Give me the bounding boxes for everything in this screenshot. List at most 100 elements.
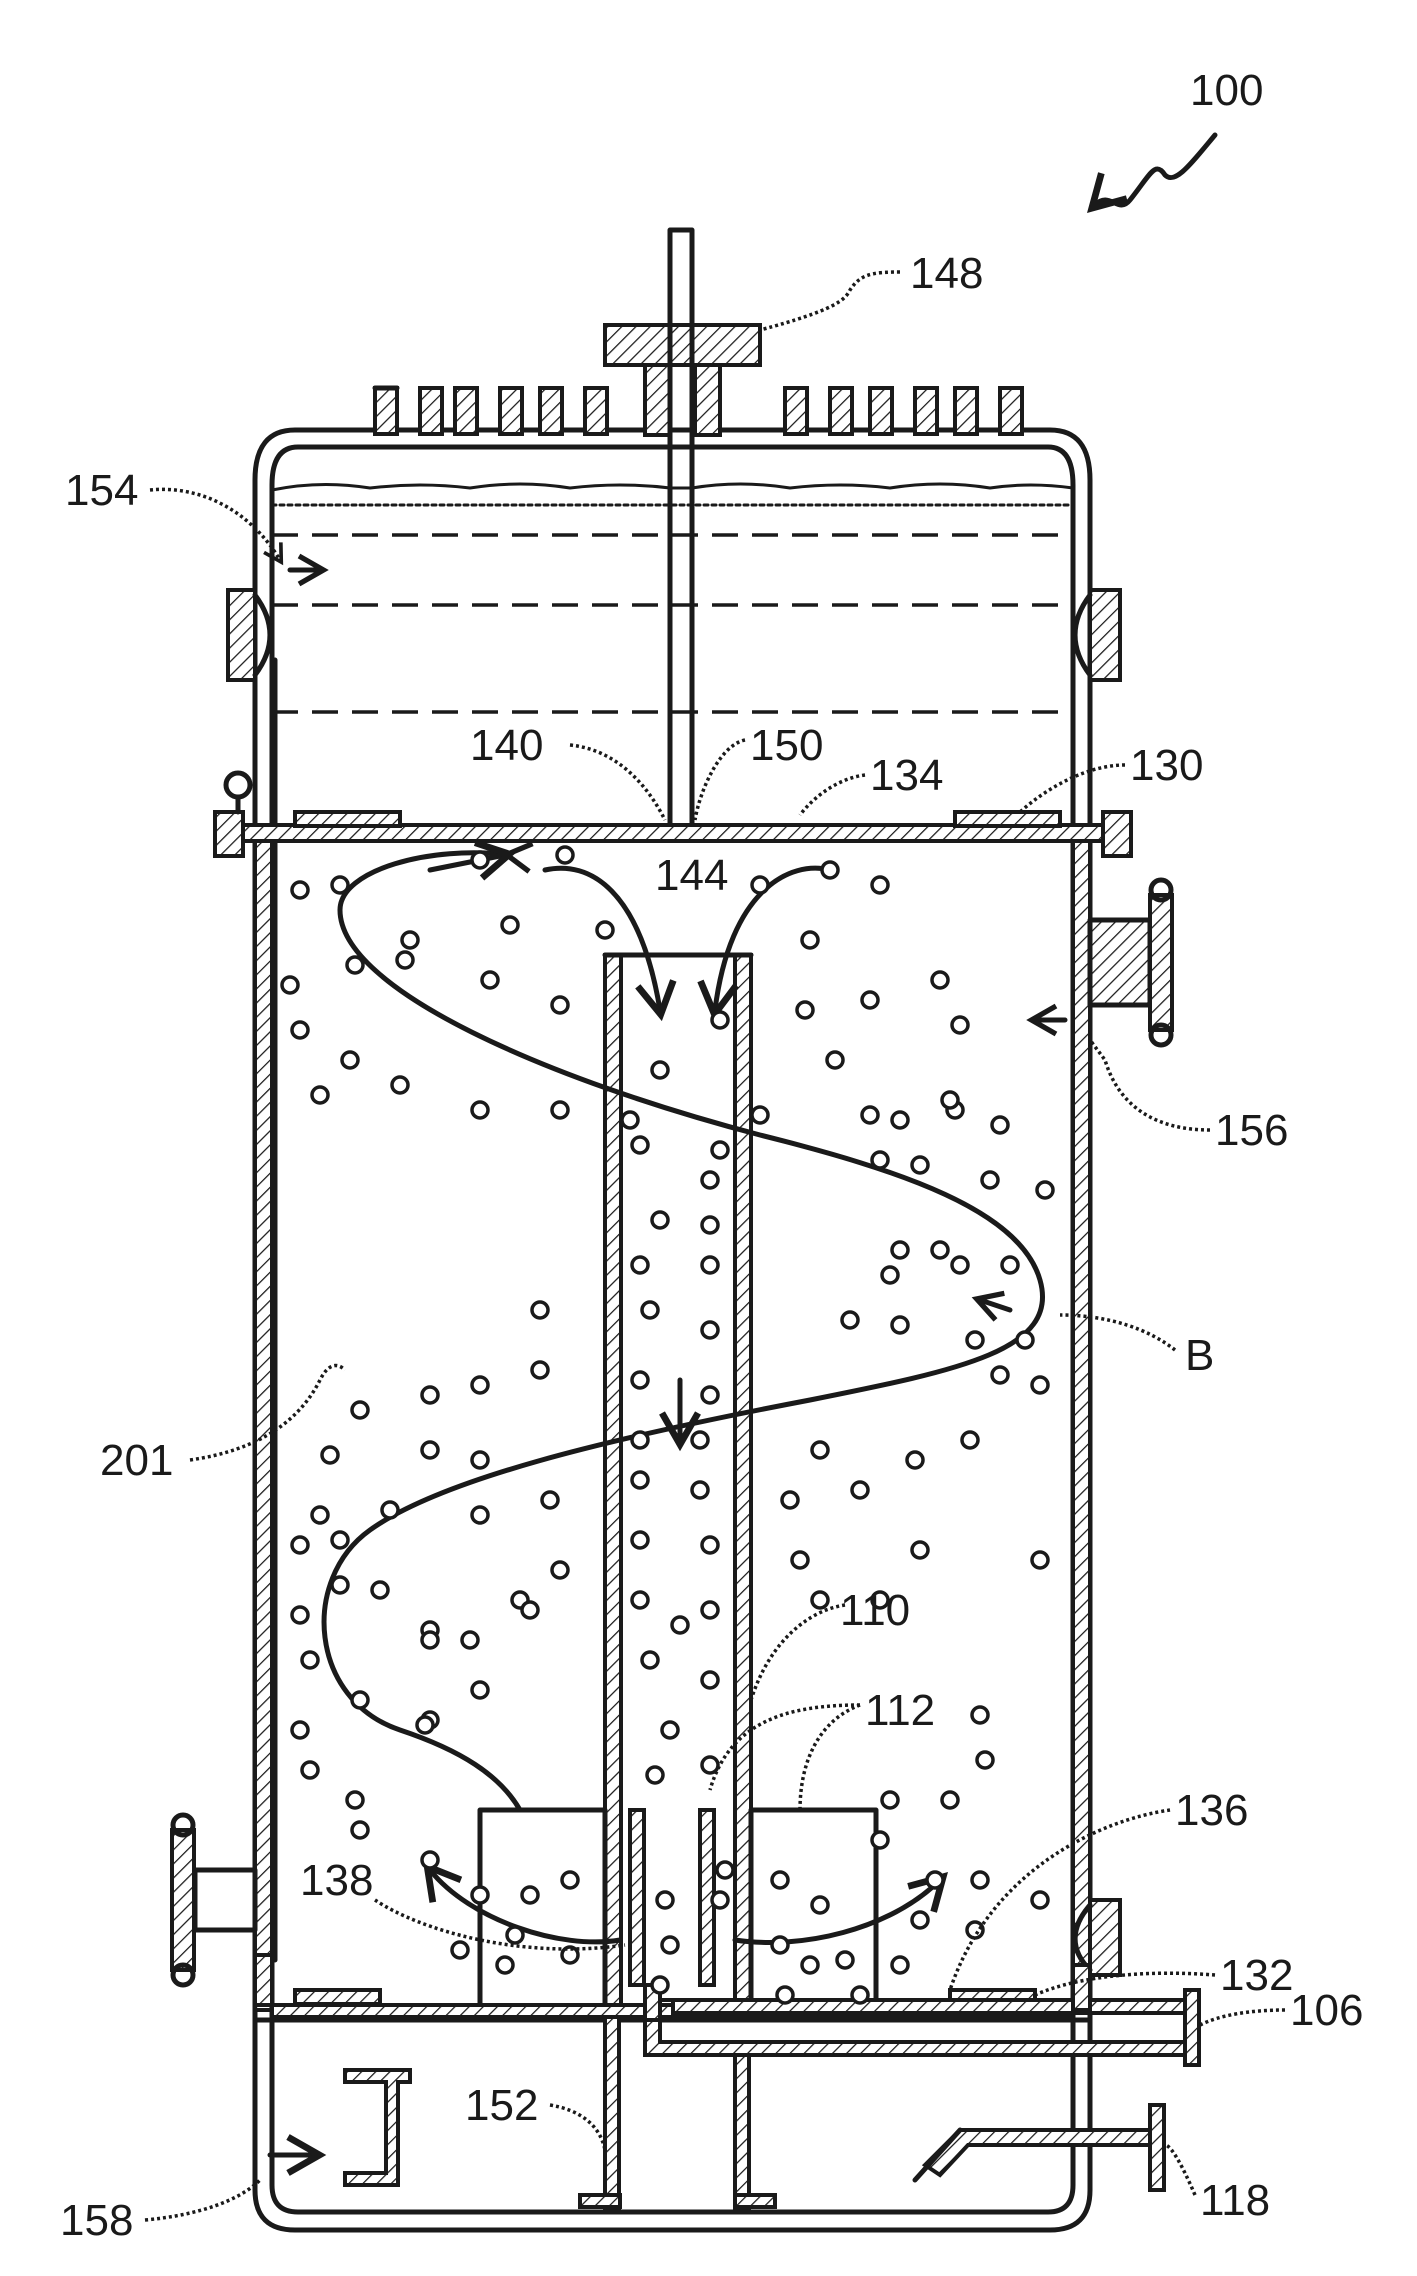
bubble <box>892 1957 908 1973</box>
bubble <box>942 1092 958 1108</box>
top-nozzles <box>375 325 1022 435</box>
bubble <box>802 1957 818 1973</box>
svg-text:136: 136 <box>1175 1786 1248 1835</box>
bubble <box>942 1792 958 1808</box>
spiral-flow-path <box>324 853 1042 1810</box>
upper-zone-154: 154 <box>65 466 1120 1960</box>
bubble <box>347 957 363 973</box>
bubble <box>552 997 568 1013</box>
bubble <box>382 1502 398 1518</box>
bubble <box>872 877 888 893</box>
bubble <box>882 1792 898 1808</box>
bubble <box>632 1532 648 1548</box>
bubble <box>842 1312 858 1328</box>
bubble <box>792 1552 808 1568</box>
svg-text:112: 112 <box>865 1686 935 1735</box>
svg-text:140: 140 <box>470 721 543 770</box>
bubble <box>542 1492 558 1508</box>
bubble <box>852 1987 868 2003</box>
ref-148: 148 <box>760 249 983 330</box>
bubble <box>622 1112 638 1128</box>
bubble <box>702 1757 718 1773</box>
bubble <box>302 1762 318 1778</box>
bubble <box>322 1447 338 1463</box>
svg-text:110: 110 <box>840 1586 910 1635</box>
bubble <box>822 862 838 878</box>
bubble <box>772 1937 788 1953</box>
bubble <box>772 1872 788 1888</box>
divider-plate-134 <box>215 773 1131 856</box>
bubble <box>642 1302 658 1318</box>
bubble <box>472 1452 488 1468</box>
bubble <box>652 1062 668 1078</box>
bubble <box>672 1617 688 1633</box>
bubble <box>1002 1257 1018 1273</box>
bubble <box>422 1852 438 1868</box>
bubble <box>712 1142 728 1158</box>
bubble <box>632 1257 648 1273</box>
bubble <box>342 1052 358 1068</box>
svg-text:B: B <box>1185 1331 1214 1380</box>
bubble <box>292 1022 308 1038</box>
bubble <box>332 1577 348 1593</box>
ref-100: 100 <box>1095 66 1263 205</box>
bubble <box>282 977 298 993</box>
bubble <box>292 1607 308 1623</box>
bubble <box>507 1927 523 1943</box>
bubble <box>702 1172 718 1188</box>
bubble <box>702 1322 718 1338</box>
svg-text:106: 106 <box>1290 1986 1363 2035</box>
bubble <box>702 1672 718 1688</box>
bubble <box>992 1117 1008 1133</box>
bubble <box>312 1507 328 1523</box>
bubble <box>657 1892 673 1908</box>
bubble <box>712 1012 728 1028</box>
bubble <box>352 1692 368 1708</box>
bubble <box>472 1887 488 1903</box>
bubble <box>422 1387 438 1403</box>
bubble <box>777 1987 793 2003</box>
bubble <box>702 1387 718 1403</box>
bubble <box>462 1632 478 1648</box>
bubble <box>892 1242 908 1258</box>
bubble <box>692 1432 708 1448</box>
bubble <box>332 877 348 893</box>
bubble <box>482 972 498 988</box>
bubble <box>497 1957 513 1973</box>
svg-text:134: 134 <box>870 751 943 800</box>
labels-left: 201 138 152 158 <box>60 1366 625 2245</box>
bubble <box>912 1912 928 1928</box>
bubble <box>647 1767 663 1783</box>
bubble <box>562 1872 578 1888</box>
bubble <box>532 1362 548 1378</box>
bubble <box>882 1267 898 1283</box>
bubble <box>632 1432 648 1448</box>
svg-text:156: 156 <box>1215 1106 1288 1155</box>
bubble <box>752 1107 768 1123</box>
bubble <box>812 1442 828 1458</box>
bubble <box>632 1372 648 1388</box>
bubble <box>717 1862 733 1878</box>
bubble <box>402 932 418 948</box>
bubble <box>472 852 488 868</box>
bubble <box>392 1077 408 1093</box>
bubble <box>892 1112 908 1128</box>
bubble <box>632 1472 648 1488</box>
bubble <box>652 1212 668 1228</box>
bubble <box>472 1507 488 1523</box>
bubble <box>752 877 768 893</box>
bubble <box>1032 1377 1048 1393</box>
bubble <box>982 1172 998 1188</box>
bubble <box>452 1942 468 1958</box>
bubble <box>292 1722 308 1738</box>
bubble <box>862 1107 878 1123</box>
bubble <box>782 1492 798 1508</box>
bubble <box>292 1537 308 1553</box>
bubble <box>372 1582 388 1598</box>
bubble <box>1037 1182 1053 1198</box>
bubble <box>962 1432 978 1448</box>
svg-text:130: 130 <box>1130 741 1203 790</box>
bubble <box>662 1722 678 1738</box>
bubble <box>812 1592 828 1608</box>
